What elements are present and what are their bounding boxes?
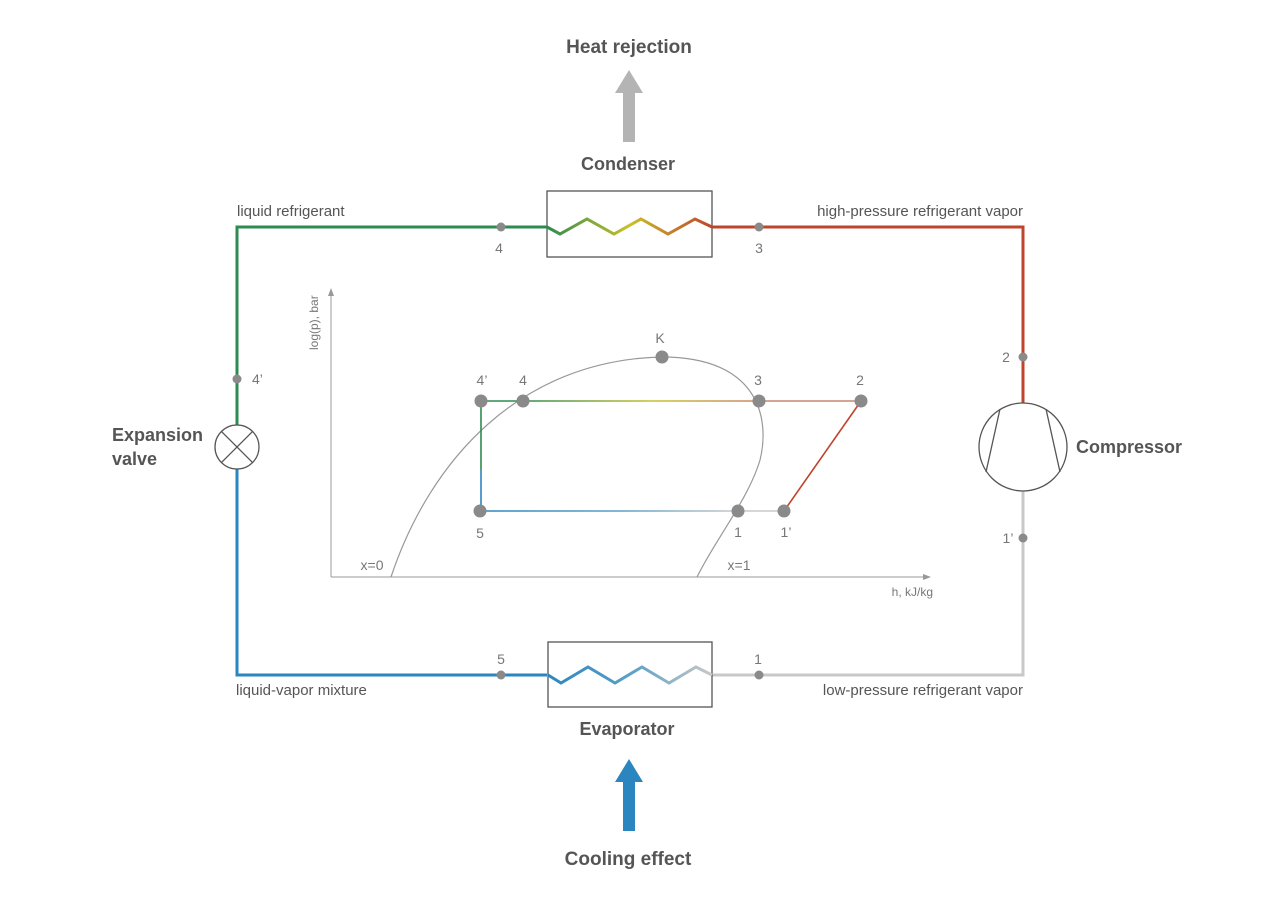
condenser-box xyxy=(546,190,713,258)
ph-diagram: log(p), bar h, kJ/kg x=0 x=1 K 4’ 4 3 2 … xyxy=(307,288,933,599)
circuit-label-1: 1 xyxy=(754,651,762,667)
expansion-valve-title-line2: valve xyxy=(112,449,157,469)
circuit-label-1prime: 1’ xyxy=(1003,530,1014,546)
ph-y-axis-arrowhead xyxy=(328,288,334,296)
chart-label-4: 4 xyxy=(519,372,527,388)
chart-point-4prime xyxy=(474,394,488,408)
ph-x-axis-arrowhead xyxy=(923,574,931,580)
circuit-point-4prime xyxy=(232,374,242,384)
circuit-label-4prime: 4’ xyxy=(252,371,263,387)
ph-x-axis-label: h, kJ/kg xyxy=(892,585,933,599)
low-pressure-vapor-label: low-pressure refrigerant vapor xyxy=(823,682,1023,699)
saturation-dome xyxy=(390,356,764,578)
circuit-point-4 xyxy=(496,222,506,232)
compressor-symbol xyxy=(978,402,1068,492)
liquid-refrigerant-label: liquid refrigerant xyxy=(237,203,345,220)
x0-label: x=0 xyxy=(361,557,384,573)
compressor-title: Compressor xyxy=(1076,437,1182,457)
chart-label-2: 2 xyxy=(856,372,864,388)
chart-point-2 xyxy=(854,394,868,408)
circuit-label-2: 2 xyxy=(1002,349,1010,365)
chart-label-5: 5 xyxy=(476,525,484,541)
cooling-effect-title: Cooling effect xyxy=(565,849,692,870)
ph-y-axis-label: log(p), bar xyxy=(307,295,321,350)
compressor-blade-right xyxy=(1045,408,1061,473)
circuit-label-5: 5 xyxy=(497,651,505,667)
circuit-point-3 xyxy=(754,222,764,232)
condenser-coil xyxy=(546,217,713,236)
circuit-point-2 xyxy=(1018,352,1028,362)
evaporator-title: Evaporator xyxy=(579,719,674,739)
chart-point-5 xyxy=(473,504,487,518)
chart-label-3: 3 xyxy=(754,372,762,388)
chart-label-4prime: 4’ xyxy=(477,372,488,388)
circuit-label-3: 3 xyxy=(755,240,763,256)
liquid-vapor-mixture-line xyxy=(235,469,547,677)
circuit-label-4: 4 xyxy=(495,240,503,256)
heat-rejection-title: Heat rejection xyxy=(566,37,692,58)
chart-label-1prime: 1’ xyxy=(781,524,792,540)
circuit-point-1prime xyxy=(1018,533,1028,543)
critical-point-k xyxy=(655,350,669,364)
high-pressure-vapor-line xyxy=(712,225,1025,404)
cycle-line-2-1prime xyxy=(783,400,862,512)
critical-point-label: K xyxy=(655,330,665,346)
compressor-blade-left xyxy=(985,408,1001,473)
x1-label: x=1 xyxy=(728,557,751,573)
liquid-refrigerant-line xyxy=(235,225,547,425)
chart-label-1: 1 xyxy=(734,524,742,540)
circuit-point-5 xyxy=(496,670,506,680)
heat-rejection-arrow xyxy=(615,70,643,142)
circuit-point-1 xyxy=(754,670,764,680)
expansion-valve-cross-b xyxy=(220,430,254,464)
low-pressure-vapor-line xyxy=(712,491,1025,677)
chart-point-1 xyxy=(731,504,745,518)
chart-point-4 xyxy=(516,394,530,408)
chart-point-1prime xyxy=(777,504,791,518)
cooling-effect-arrow xyxy=(615,759,643,831)
expansion-valve-title-line1: Expansion xyxy=(112,425,203,445)
evaporator-coil xyxy=(547,665,713,685)
condenser-title: Condenser xyxy=(581,154,675,174)
high-pressure-vapor-label: high-pressure refrigerant vapor xyxy=(817,203,1023,220)
chart-point-3 xyxy=(752,394,766,408)
liquid-vapor-mixture-label: liquid-vapor mixture xyxy=(236,682,367,699)
